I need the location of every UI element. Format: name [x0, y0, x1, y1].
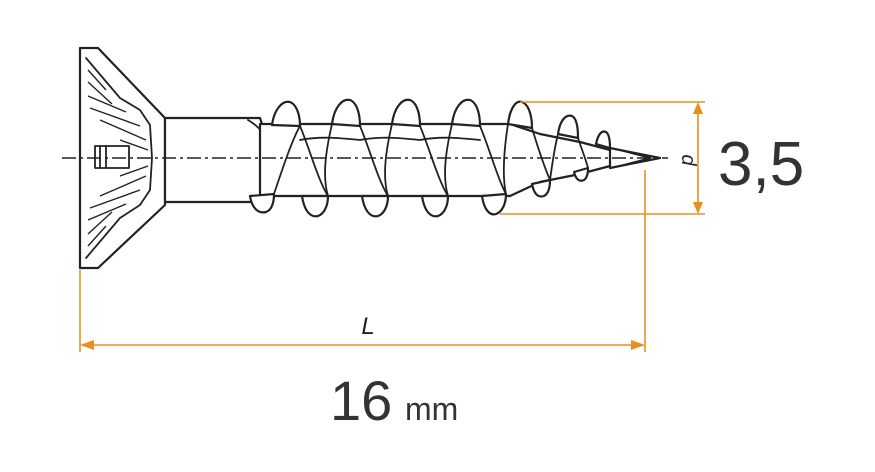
thread-flanks [273, 123, 589, 197]
thread-crests-top [270, 98, 612, 150]
length-symbol: L [361, 313, 374, 340]
thread-crests-bottom [248, 166, 590, 218]
diameter-symbol: d [677, 154, 699, 166]
screw-shank [163, 116, 276, 204]
diameter-value: 3,5 [718, 130, 804, 199]
drive-recess [85, 57, 153, 259]
length-value: 16 [330, 369, 392, 432]
length-unit: mm [405, 391, 458, 427]
length-dimension [79, 170, 646, 352]
diameter-dimension [500, 101, 705, 215]
